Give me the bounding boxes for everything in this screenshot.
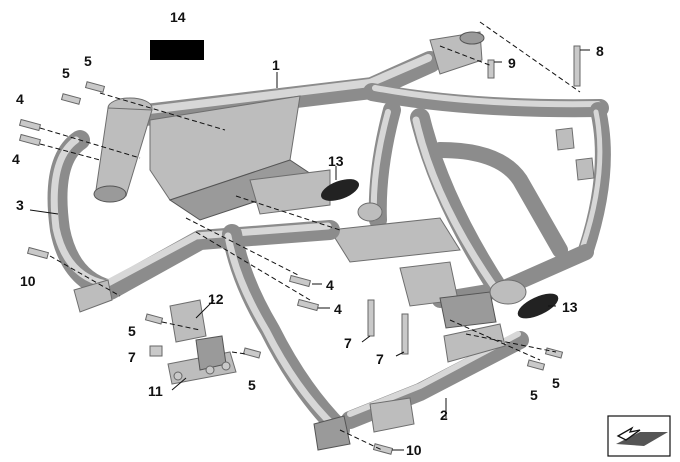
callout-labels: 14 1 5 5 4 4 3 10 8 9 13 13 12 5 7 11 5 … [12, 9, 604, 458]
bolt-9 [487, 59, 495, 79]
assembly-lines [39, 21, 581, 451]
bolt-7a [367, 299, 375, 337]
main-frame [93, 31, 611, 329]
bolt-5b [84, 81, 106, 93]
callout-10b: 10 [406, 442, 422, 458]
callout-7a: 7 [344, 335, 352, 351]
callout-5e: 5 [530, 387, 538, 403]
bolt-10b [372, 443, 394, 455]
callout-6: 7 [128, 349, 136, 365]
callout-4a: 4 [16, 91, 24, 107]
leader-lines [29, 49, 590, 451]
callout-5a: 5 [62, 65, 70, 81]
callout-5c: 5 [128, 323, 136, 339]
callout-10a: 10 [20, 273, 36, 289]
bolt-6 [149, 345, 163, 357]
callout-9: 9 [508, 55, 516, 71]
bolt-10a [26, 246, 50, 260]
bolt-8 [573, 45, 581, 87]
reflector-decal-upper [320, 179, 360, 201]
callout-11: 11 [148, 383, 163, 399]
footrest-bracket [167, 299, 237, 385]
bolt-5f [544, 347, 564, 359]
bolt-4a [18, 118, 42, 132]
callout-8: 8 [596, 43, 604, 59]
bolts [18, 45, 581, 455]
callout-7b: 7 [376, 351, 384, 367]
left-downtube [47, 130, 340, 313]
callout-5b: 5 [84, 53, 92, 69]
right-downtube [222, 224, 529, 451]
bolt-5a [60, 93, 82, 105]
bolt-4d [296, 298, 320, 312]
callout-4b: 4 [12, 151, 20, 167]
callout-13a: 13 [328, 153, 344, 169]
callout-13b: 13 [562, 299, 578, 315]
bolt-7b [401, 313, 409, 355]
bolt-5e [526, 359, 546, 371]
callout-4c: 4 [326, 277, 334, 293]
reflector-decal-lower [517, 293, 559, 319]
bolt-4c [288, 274, 312, 288]
bolt-5d [242, 347, 262, 359]
type-plate-black-rect [150, 40, 204, 60]
callout-3: 3 [16, 197, 24, 213]
callout-2: 2 [440, 407, 448, 423]
callout-5d: 5 [248, 377, 256, 393]
bolt-4b [18, 133, 42, 147]
callout-1: 1 [272, 57, 280, 73]
callout-4d: 4 [334, 301, 342, 317]
callout-5f: 5 [552, 375, 560, 391]
callout-14: 14 [170, 9, 186, 25]
bolt-5c [144, 313, 164, 325]
view-direction-icon [607, 415, 671, 457]
callout-12: 12 [208, 291, 224, 307]
